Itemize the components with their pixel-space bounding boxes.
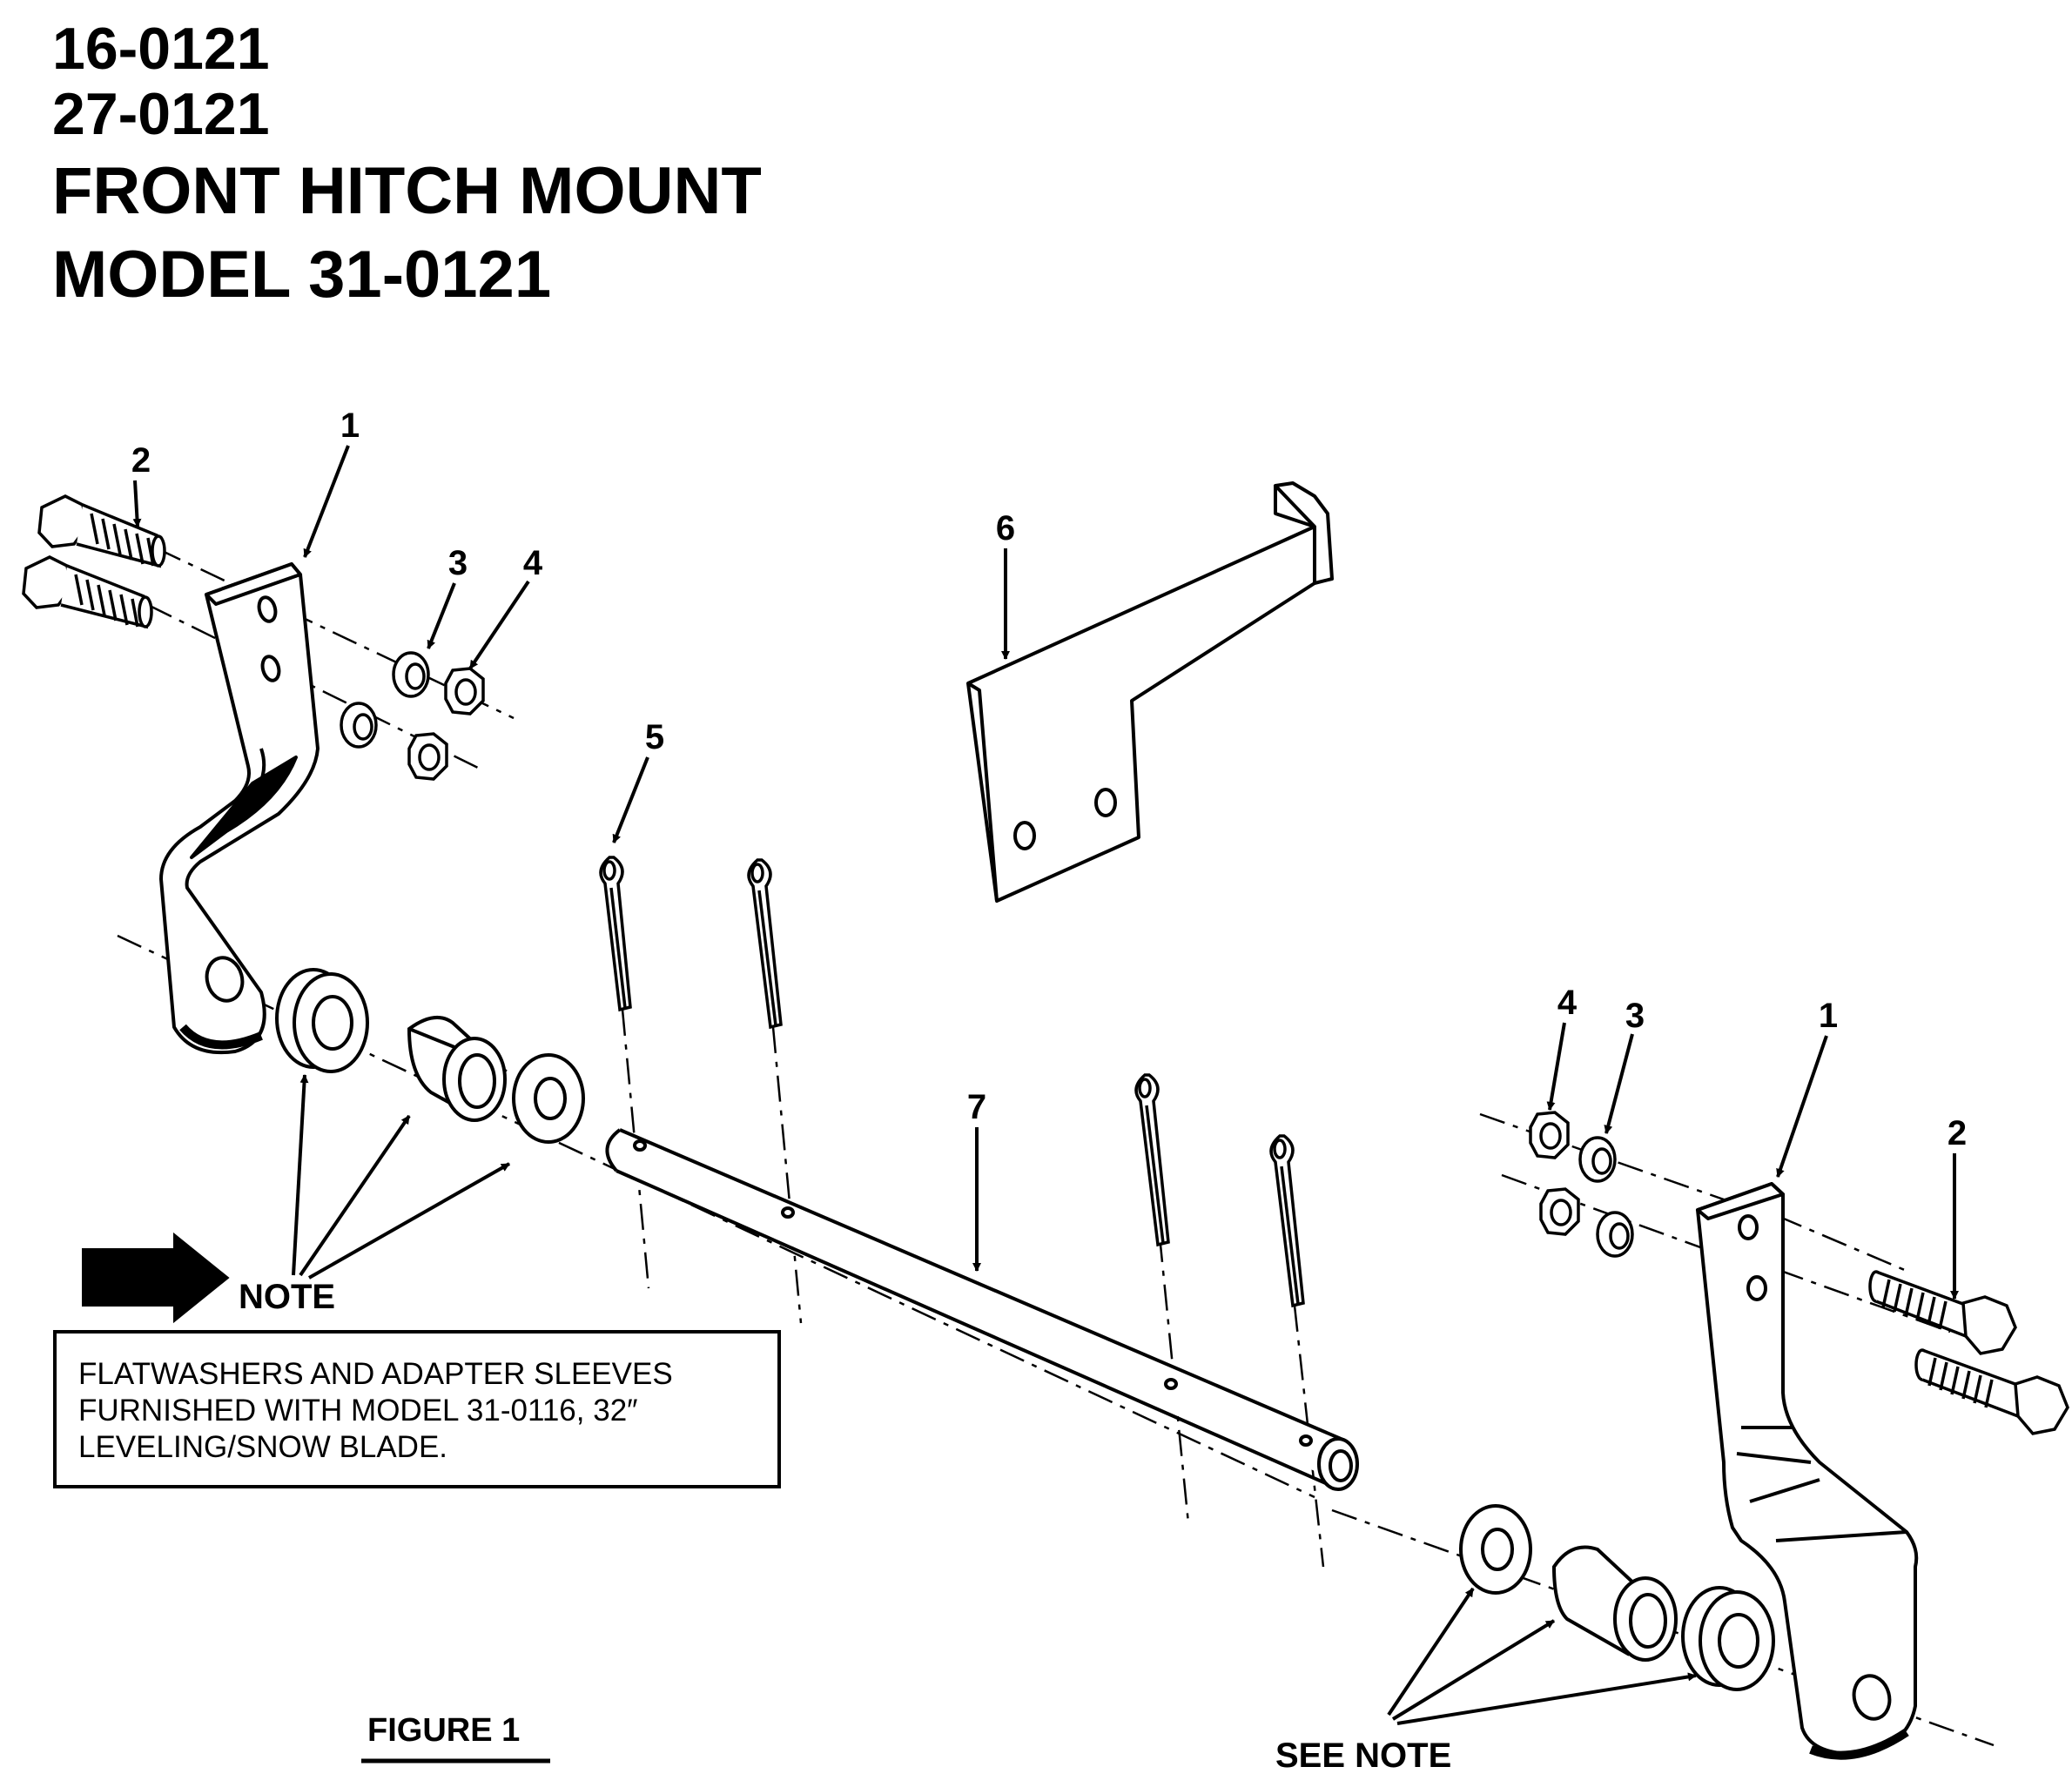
figure-label: FIGURE 1	[367, 1712, 520, 1749]
right-adapter-sleeve	[1551, 1545, 1678, 1662]
callout-7: 7	[967, 1088, 986, 1126]
part-number-16-0121: 16-0121	[52, 16, 270, 82]
left-lockwashers	[340, 651, 430, 749]
part-number-27-0121: 27-0121	[52, 81, 270, 147]
callout-5: 5	[645, 718, 664, 756]
right-flat-washer	[1459, 1504, 1532, 1595]
right-bolt-upper	[1868, 1270, 2017, 1355]
left-bolt-lower	[22, 555, 153, 629]
cotter-pin-2	[747, 858, 783, 1030]
callout-6: 6	[996, 509, 1015, 548]
left-flat-washer	[512, 1053, 585, 1144]
callout-3-right: 3	[1625, 997, 1645, 1035]
callout-1-right: 1	[1819, 997, 1838, 1035]
cotter-pin-1	[599, 856, 632, 1012]
note-box-line-2: FURNISHED WITH MODEL 31-0116, 32″	[78, 1394, 638, 1428]
mounting-plate	[966, 481, 1334, 903]
cotter-pin-4	[1269, 1134, 1305, 1308]
note-leader-arrows	[292, 1074, 1697, 1725]
left-spacer-washer	[275, 968, 369, 1073]
model-number: MODEL 31-0121	[52, 238, 552, 312]
callout-4-right: 4	[1557, 984, 1578, 1022]
callout-4-left: 4	[523, 544, 543, 582]
right-bolt-lower	[1914, 1348, 2069, 1435]
cotter-pin-3	[1134, 1073, 1170, 1247]
right-spacer-washer	[1681, 1586, 1775, 1691]
note-box-line-3: LEVELING/SNOW BLADE.	[78, 1430, 447, 1464]
note-label: NOTE	[239, 1278, 335, 1316]
callout-2-right: 2	[1948, 1114, 1967, 1152]
callout-3-left: 3	[448, 544, 468, 582]
left-bolt-upper	[37, 494, 166, 568]
cotter-pins	[599, 856, 1305, 1308]
note-box-line-1: FLATWASHERS AND ADAPTER SLEEVES	[78, 1357, 673, 1391]
left-hitch-bracket	[159, 562, 320, 1055]
callout-2-left: 2	[131, 441, 151, 480]
right-washers-and-sleeve	[1459, 1504, 1775, 1691]
right-nuts	[1529, 1111, 1580, 1236]
callout-arrows	[132, 445, 1959, 1300]
left-bolts	[22, 494, 166, 629]
right-bolts	[1868, 1270, 2069, 1435]
left-washers-and-sleeve	[275, 968, 585, 1144]
note-pointer-arrow	[82, 1232, 230, 1324]
hitch-rod	[605, 1128, 1359, 1491]
right-hitch-bracket	[1696, 1182, 1919, 1760]
left-nuts	[407, 667, 485, 781]
see-note-label: SEE NOTE	[1275, 1737, 1451, 1775]
left-adapter-sleeve	[407, 1015, 508, 1122]
right-lockwashers	[1578, 1136, 1634, 1258]
callout-1-left: 1	[340, 406, 360, 445]
note-box	[53, 1330, 781, 1488]
page-title: FRONT HITCH MOUNT	[52, 154, 762, 228]
